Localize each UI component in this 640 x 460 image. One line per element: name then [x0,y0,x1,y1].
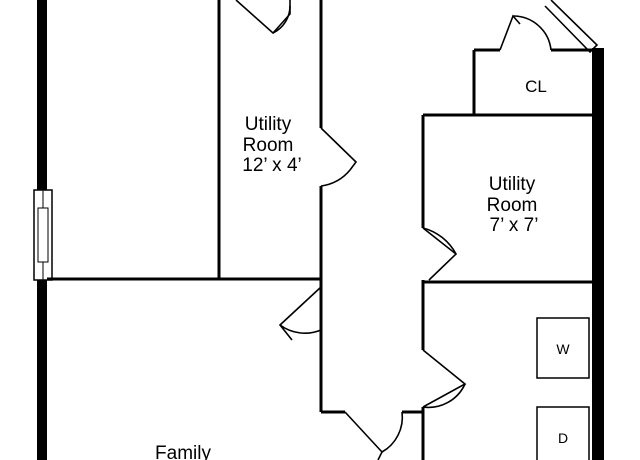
exterior-walls [37,0,604,460]
washer: W [536,317,590,379]
door-utility-room-2 [422,227,458,281]
utility-room-1-line1: Utility [245,114,292,135]
door-bottom [344,411,404,460]
closet-label: CL [525,77,547,96]
dryer-label: D [558,430,568,446]
family-room-label: Family [155,443,211,460]
utility-room-1-label: Utility Room 12’ x 4’ [242,114,302,176]
utility-room-2-line1: Utility [489,174,536,195]
washer-label: W [556,341,570,357]
doors [235,0,599,460]
left-exterior-wall-upper [37,0,47,190]
left-exterior-wall-lower [37,280,47,460]
door-family [278,286,322,341]
dryer: D [536,406,590,460]
utility-room-2-line2: Room [487,195,538,216]
utility-room-1-line2: Room [243,135,294,156]
utility-room-2-size: 7’ x 7’ [490,215,539,236]
door-exterior-top-right [544,0,599,54]
door-closet [499,14,552,51]
window [33,189,53,281]
door-top-utility [235,0,291,35]
right-exterior-wall [592,48,604,460]
interior-walls [47,0,592,460]
utility-room-1-size: 12’ x 4’ [242,155,302,176]
door-utility-room-1 [320,127,358,187]
door-laundry [422,349,467,409]
utility-room-2-label: Utility Room 7’ x 7’ [487,174,539,236]
